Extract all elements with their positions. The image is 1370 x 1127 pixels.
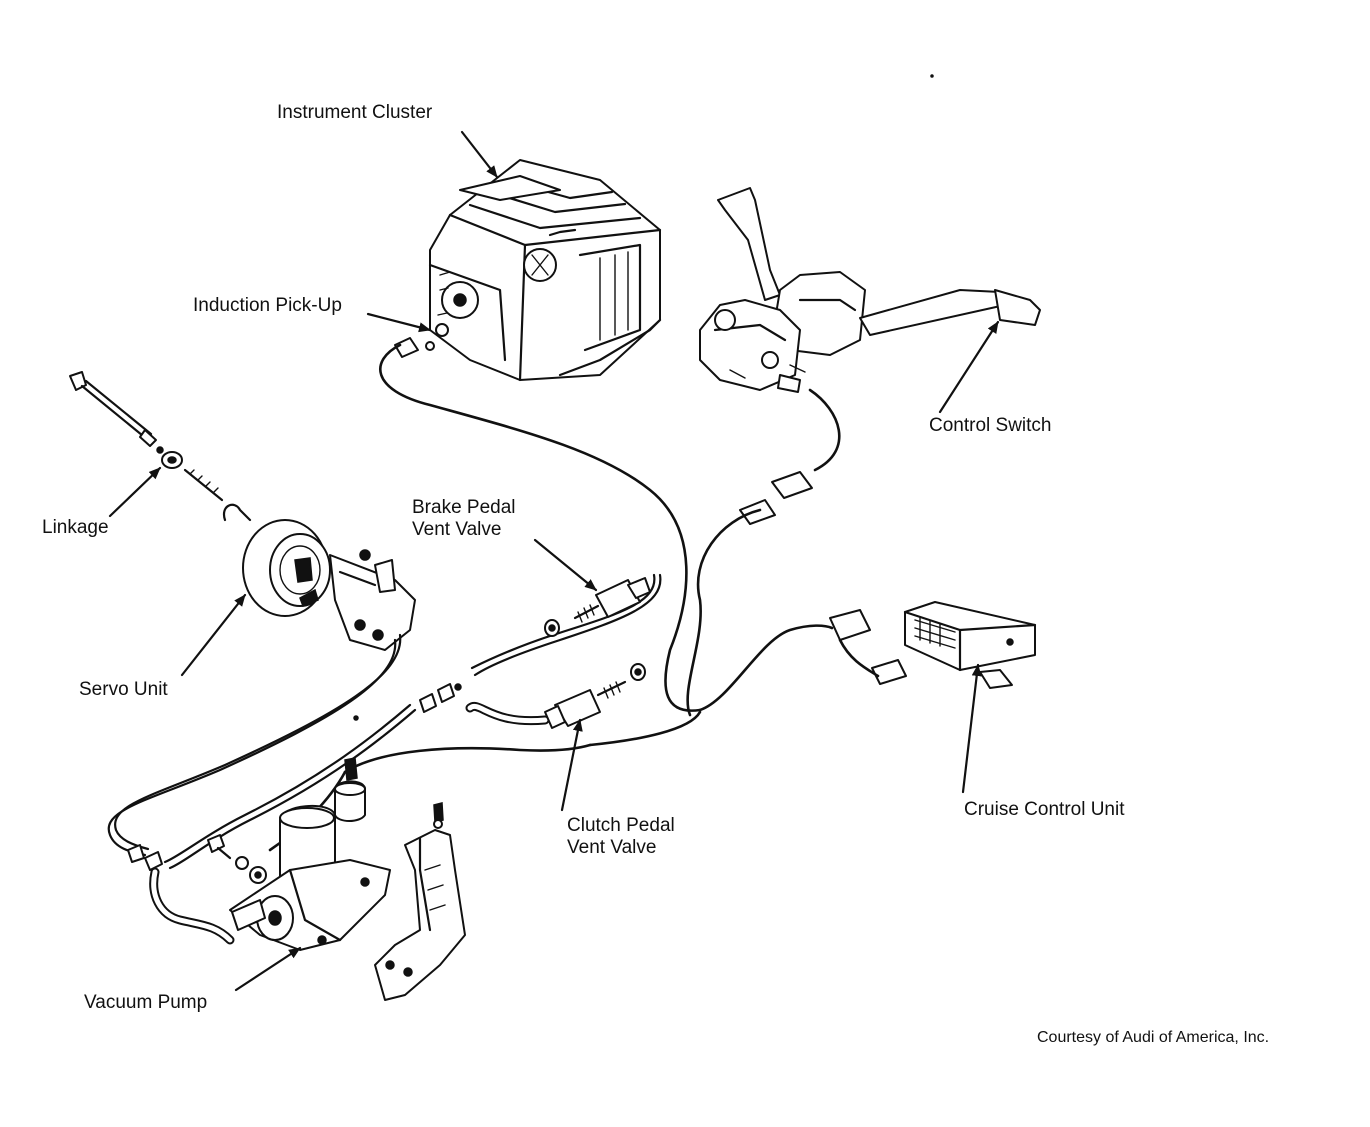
arrow-control-switch (938, 320, 1000, 414)
label-instrument-cluster: Instrument Cluster (277, 102, 433, 123)
hose-fittings (127, 683, 462, 871)
induction-pickup-part (394, 323, 449, 358)
arrow-servo-unit (180, 593, 247, 677)
arrow-cruise-control-unit (961, 663, 982, 794)
arrow-clutch-pedal-vent-valve (560, 718, 583, 812)
credit-line: Courtesy of Audi of America, Inc. (1037, 1029, 1270, 1046)
clutch-pedal-vent-valve-part (544, 663, 646, 729)
wiring-connectors (739, 471, 907, 685)
servo-unit-part (222, 503, 416, 651)
arrow-vacuum-pump (234, 946, 302, 992)
instrument-cluster-part (428, 159, 662, 382)
linkage-part (69, 371, 224, 502)
arrow-linkage (108, 466, 162, 518)
arrow-induction-pickup (366, 312, 432, 333)
label-vacuum-pump: Vacuum Pump (84, 992, 208, 1013)
label-control-switch: Control Switch (929, 415, 1052, 436)
label-brake-pedal-line1: Brake Pedal (412, 497, 516, 518)
control-switch-part (699, 187, 1041, 393)
arrow-instrument-cluster (460, 130, 499, 179)
label-brake-pedal-line2: Vent Valve (412, 519, 502, 540)
label-servo-unit: Servo Unit (79, 679, 168, 700)
vacuum-hoses (107, 573, 662, 945)
leader-arrows (108, 130, 1000, 992)
label-linkage: Linkage (42, 517, 109, 538)
arrow-brake-pedal-vent-valve (533, 538, 598, 592)
brake-pedal-vent-valve-part (544, 577, 651, 637)
label-clutch-pedal-line1: Clutch Pedal (567, 815, 675, 836)
cruise-control-unit-part (903, 601, 1037, 689)
label-cruise-control-unit: Cruise Control Unit (964, 799, 1125, 820)
vacuum-pump-part (207, 757, 391, 951)
label-clutch-pedal-line2: Vent Valve (567, 837, 657, 858)
label-induction-pickup: Induction Pick-Up (193, 295, 342, 316)
mounting-bracket-part (374, 802, 466, 1001)
